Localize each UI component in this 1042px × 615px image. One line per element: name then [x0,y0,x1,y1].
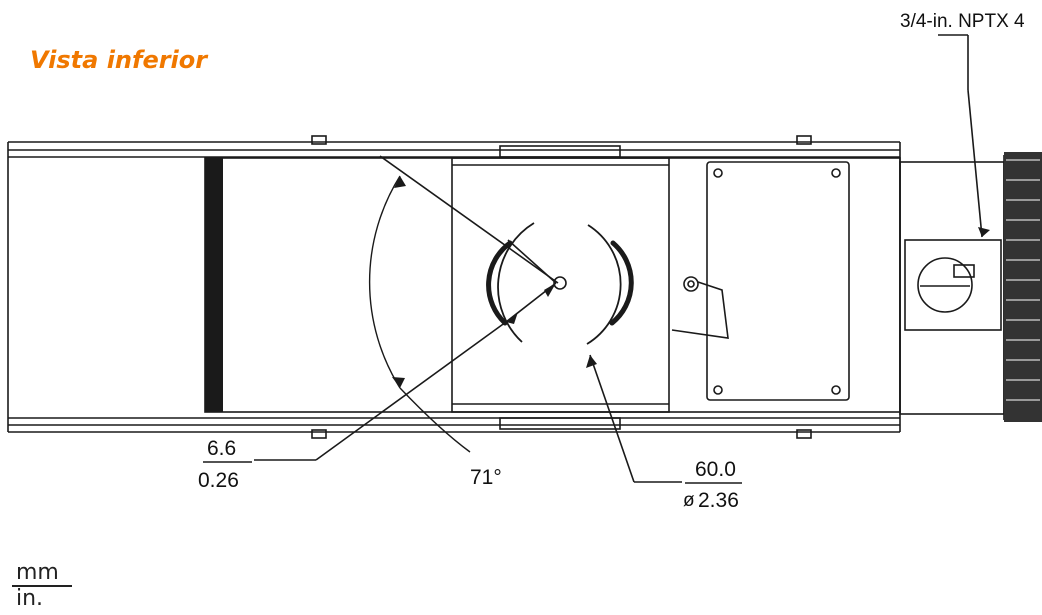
slot-width-mm: 6.6 [207,437,236,460]
fitting-label: 3/4-in. NPTX 4 [900,11,1025,32]
unit-top: mm [16,560,59,585]
unit-divider [12,585,72,587]
diameter-symbol: ø [683,490,695,511]
arrowhead [392,377,405,388]
diameter-in: 2.36 [698,489,739,512]
center-plate [451,157,670,413]
fitting-port [917,257,973,313]
pivot-center [553,276,567,290]
end-block [205,158,223,412]
diameter-mm: 60.0 [695,458,736,481]
arrowhead [394,176,406,188]
fitting-housing [899,161,1005,415]
unit-bottom: in. [16,586,44,611]
slot-width-in: 0.26 [198,469,239,492]
fitting-box [904,239,1002,331]
access-cover [706,161,850,401]
arc-angle: 71° [470,466,502,489]
view-title: Vista inferior [30,46,208,74]
knurled-fitting [1004,152,1042,422]
